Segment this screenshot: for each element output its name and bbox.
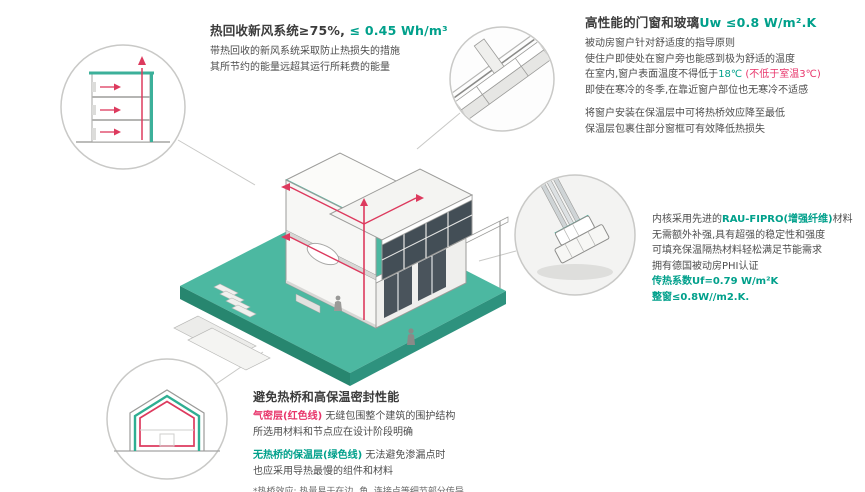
person-figure [407,328,415,345]
profile-material-suffix: 材料 [832,214,853,225]
windows-body-line: 保温层包裹住部分窗框可有效降低热损失 [585,123,765,135]
airtight-label: 气密层(红色线) [253,411,323,422]
windows-body-line: 使住户即使处在窗户旁也能感到极为舒适的温度 [585,53,795,65]
profile-uf-value: 传热系数Uf=0.79 W/m²K [652,276,779,287]
ventilation-title-text: 热回收新风系统≥75%, [210,23,350,38]
thermal-detail-circle [106,358,228,480]
profile-uw-value: 整窗≤0.8W//m2.K. [652,291,750,303]
garden-stairs [213,283,257,318]
person-figure [334,295,342,311]
windows-body-line: 将窗户安装在保温层中可将热桥效应降至最低 [585,108,785,119]
thermal-footnote: *热桥效应: 热量易于在边, 角, 连接点等细节部分传导 [253,487,464,492]
building-section-drawing [76,56,170,143]
thermal-insulation-line: 也应采用导热最慢的组件和材料 [253,465,393,477]
window-detail-circle [449,26,555,132]
insulation-label: 无热桥的保温层(绿色线) [253,450,363,461]
callout-ventilation: 热回收新风系统≥75%, ≤ 0.45 Wh/m³ 带热回收的新风系统采取防止热… [210,20,480,75]
profile-body-line: 内核采用先进的RAU-FIPRO(增强纤维)材料 [652,212,864,228]
house-right-wing [328,168,509,329]
ventilation-detail-circle [60,44,186,170]
carport-canopy [465,216,509,244]
terrace-steps [173,315,271,371]
profile-material-name: RAU-FIPRO(增强纤维) [722,214,833,225]
windows-title-value: Uw ≤0.8 W/m².K [699,15,817,30]
windows-body-line: 在室内,窗户表面温度不得低于18℃ (不低于室温3℃) [585,67,860,83]
thermal-insulation-line: 无热桥的保温层(绿色线) 无法避免渗漏点时 [253,448,563,464]
insulation-green-line [133,394,201,451]
ventilation-title-value: ≤ 0.45 Wh/m³ [349,23,448,38]
insulation-text: 无法避免渗漏点时 [362,450,446,461]
kitchen-counter [295,293,321,314]
ventilation-body-line: 带热回收的新风系统采取防止热损失的措施 [210,46,400,57]
windows-temp-value: 18℃ [718,69,743,80]
duct-arrows [281,183,424,241]
profile-body-line: 可填充保温隔热材料轻松满足节能需求 [652,245,822,256]
profile-body-line: 拥有德国被动房PHI认证 [652,260,759,272]
window-profile-drawing [537,176,613,280]
thermal-title: 避免热桥和高保温密封性能 [253,390,400,404]
thermal-airtight-line: 气密层(红色线) 无缝包围整个建筑的围护结构 [253,409,563,425]
ventilation-body-line: 其所节约的能量远超其运行所耗费的能量 [210,61,390,73]
profile-detail-circle [514,174,636,296]
callout-thermal: 避免热桥和高保温密封性能 气密层(红色线) 无缝包围整个建筑的围护结构 所选用材… [253,388,563,492]
windows-body-line: 即使在寒冷的冬季,在靠近窗户部位也无寒冷不适感 [585,84,809,96]
ventilation-title: 热回收新风系统≥75%, ≤ 0.45 Wh/m³ [210,20,480,39]
callout-windows: 高性能的门窗和玻璃Uw ≤0.8 W/m².K 被动房窗户针对舒适度的指导原则 … [585,12,860,137]
main-house-illustration [173,152,509,386]
ventilation-ducts [289,186,417,320]
windows-body-line: 被动房窗户针对舒适度的指导原则 [585,38,735,49]
windows-title: 高性能的门窗和玻璃Uw ≤0.8 W/m².K [585,12,860,31]
windows-title-text: 高性能的门窗和玻璃 [585,15,700,30]
windows-temp-note: (不低于室温3℃) [742,69,821,80]
thermal-envelope-drawing [114,389,220,452]
profile-material-text: 内核采用先进的 [652,214,722,225]
airtight-text: 无缝包围整个建筑的围护结构 [322,411,456,422]
windows-temp-text: 在室内,窗户表面温度不得低于 [585,69,719,80]
profile-body-line: 无需额外补强,具有超强的稳定性和强度 [652,229,826,241]
thermal-airtight-line: 所选用材料和节点应在设计阶段明确 [253,426,413,438]
callout-profile: 内核采用先进的RAU-FIPRO(增强纤维)材料 无需额外补强,具有超强的稳定性… [652,212,864,305]
airtight-red-line [139,400,195,447]
